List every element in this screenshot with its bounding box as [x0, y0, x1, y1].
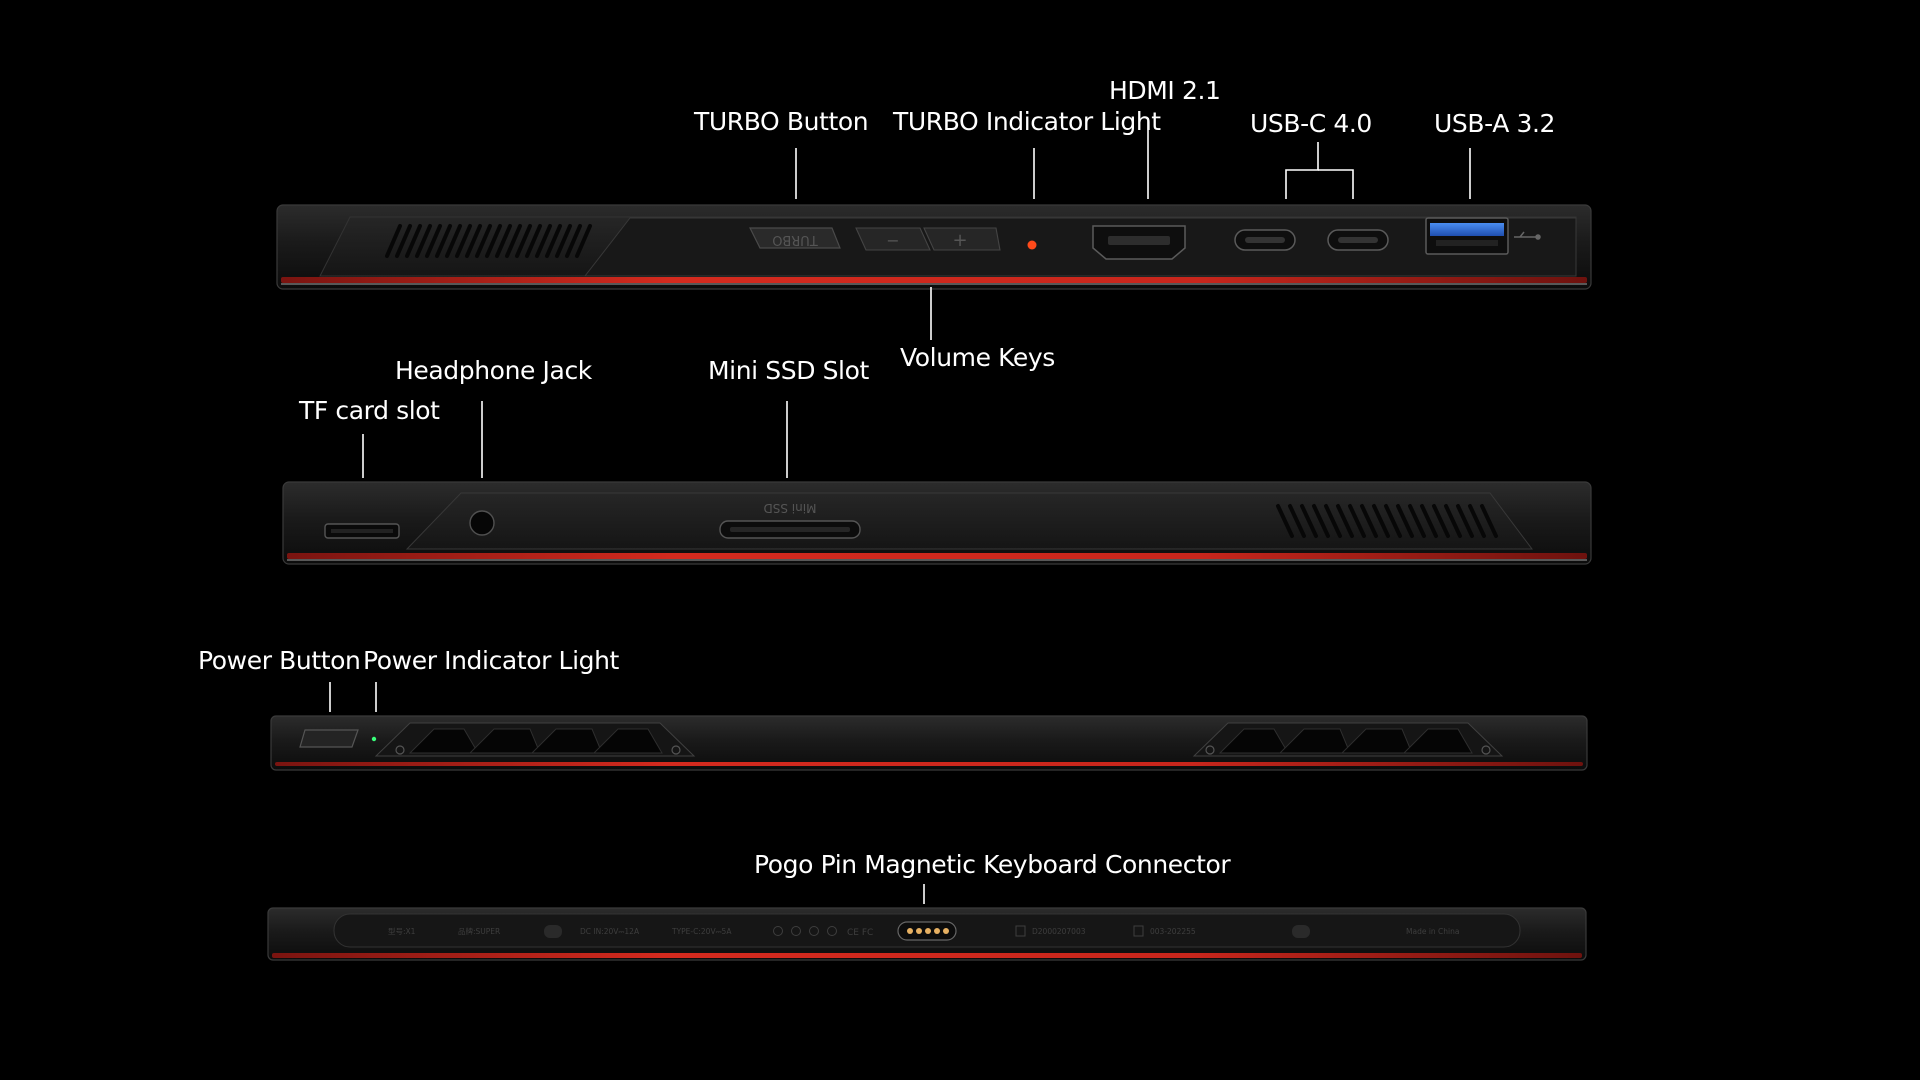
vent-grille-left: [385, 224, 592, 258]
usb-a-port: [1425, 217, 1509, 255]
label-turbo-indicator-light: TURBO Indicator Light: [893, 107, 1161, 136]
usb-symbol-icon: [1514, 231, 1541, 240]
leader-lines: [329, 118, 1471, 904]
red-accent-strip: [275, 762, 1583, 766]
type-c-marking: TYPE-C:20V⎓5A: [671, 927, 732, 936]
vent-group-right: [1192, 722, 1504, 757]
volume-keys: − +: [855, 227, 1001, 251]
mini-ssd-marking: Mini SSD: [764, 501, 817, 515]
made-in-marking: Made in China: [1406, 927, 1459, 936]
vent-group-left: [374, 722, 696, 757]
serial-marking-1: D2000207003: [1032, 927, 1086, 936]
red-accent-strip: [287, 553, 1587, 559]
label-hdmi: HDMI 2.1: [1109, 76, 1221, 105]
pogo-pin-connector: [897, 921, 957, 941]
rubber-foot: [1292, 925, 1310, 938]
mini-ssd-slot: Mini SSD: [719, 501, 861, 539]
label-tf-card-slot: TF card slot: [299, 396, 440, 425]
dc-in-marking: DC IN:20V⎓12A: [580, 927, 640, 936]
label-power-indicator-light: Power Indicator Light: [363, 646, 619, 675]
label-usb-c: USB-C 4.0: [1250, 109, 1372, 138]
volume-minus-marking: −: [886, 231, 899, 250]
label-mini-ssd-slot: Mini SSD Slot: [708, 356, 869, 385]
power-button: [299, 729, 359, 748]
label-headphone-jack: Headphone Jack: [395, 356, 592, 385]
device-view-top-edge: TURBO − +: [276, 204, 1592, 290]
label-volume-keys: Volume Keys: [900, 343, 1055, 372]
certification-marking: CE FC: [847, 928, 873, 938]
serial-marking-2: 003-202255: [1150, 927, 1196, 936]
red-accent-strip: [272, 953, 1582, 958]
power-indicator-led: [371, 736, 377, 742]
label-turbo-button: TURBO Button: [694, 107, 869, 136]
model-marking: 型号:X1: [388, 927, 416, 936]
brand-marking: 品牌:SUPER: [458, 926, 500, 936]
label-pogo-pin-connector: Pogo Pin Magnetic Keyboard Connector: [754, 850, 1231, 879]
certification-icons: [773, 926, 837, 936]
label-usb-a: USB-A 3.2: [1434, 109, 1555, 138]
serial-icon-1: [1015, 925, 1026, 937]
device-view-bottom-edge: 型号:X1 品牌:SUPER DC IN:20V⎓12A TYPE-C:20V⎓…: [267, 907, 1587, 961]
tf-card-slot: [324, 523, 400, 539]
turbo-button: TURBO: [749, 227, 841, 249]
headphone-jack-port: [469, 510, 495, 536]
usb-c-port-2: [1327, 229, 1389, 251]
turbo-key-marking: TURBO: [772, 232, 818, 247]
turbo-indicator-led: [1027, 240, 1037, 250]
label-power-button: Power Button: [198, 646, 361, 675]
usb-c-port-1: [1234, 229, 1296, 251]
serial-icon-2: [1133, 925, 1144, 937]
vent-grille-right: [1276, 504, 1498, 538]
red-accent-strip: [281, 277, 1587, 283]
hdmi-port: [1092, 225, 1186, 260]
volume-plus-marking: +: [952, 230, 967, 251]
device-view-side-edge: Mini SSD: [282, 481, 1592, 565]
device-view-power-edge: [270, 715, 1588, 771]
rubber-foot: [544, 925, 562, 938]
